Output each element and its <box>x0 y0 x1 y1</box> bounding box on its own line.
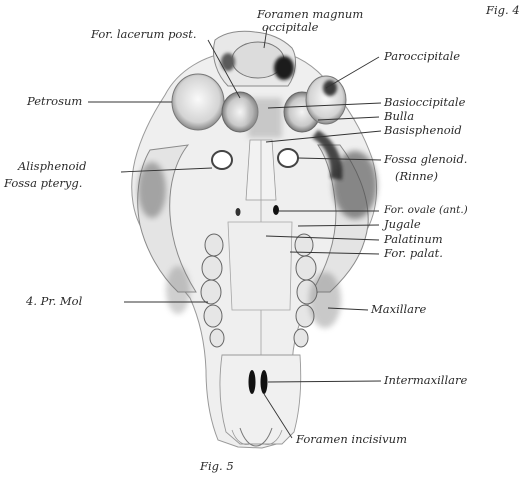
label-paroccipitale: Paroccipitale <box>383 49 460 63</box>
left-petrosum-shape <box>172 74 224 130</box>
left-glenoid-fossa <box>212 151 232 169</box>
label-basioccipitale: Basioccipitale <box>383 95 466 109</box>
basioccipital-shade <box>248 98 282 138</box>
figure-caption: Fig. 5 <box>199 459 234 473</box>
label-basisphenoid: Basisphenoid <box>383 123 462 137</box>
right-condyle <box>274 56 294 80</box>
fig-ref-top: Fig. 4 <box>485 3 520 17</box>
label-bulla: Bulla <box>383 109 414 123</box>
for-ovale-left <box>236 208 241 216</box>
label-jugale: Jugale <box>382 217 421 231</box>
right-incisive-foramen <box>261 370 268 394</box>
label-alisphenoid: Alisphenoid <box>17 159 87 173</box>
label-pr-mol: 4. Pr. Mol <box>25 294 83 308</box>
skull-drawing <box>132 31 377 448</box>
label-fossa-pteryg: Fossa pteryg. <box>3 176 82 190</box>
for-ovale-right <box>273 205 279 215</box>
left-maxilla-shade <box>166 266 190 314</box>
label-foramen-magnum-occipitale: occipitale <box>262 20 319 34</box>
label-fossa-glenoid: Fossa glenoid. <box>383 152 467 166</box>
right-glenoid-fossa <box>278 149 298 167</box>
label-maxillare: Maxillare <box>370 302 427 316</box>
label-intermaxillare: Intermaxillare <box>383 373 468 387</box>
label-foramen-magnum: Foramen magnum <box>256 7 363 21</box>
right-maxilla-shade <box>309 272 341 328</box>
label-foramen-incisivum: Foramen incisivum <box>295 432 407 446</box>
label-rinne: (Rinne) <box>395 169 438 183</box>
label-for-palat: For. palat. <box>383 246 443 260</box>
label-petrosum: Petrosum <box>26 94 82 108</box>
label-palatinum: Palatinum <box>383 232 443 246</box>
left-incisive-foramen <box>249 370 256 394</box>
label-for-lacerum-post: For. lacerum post. <box>90 27 197 41</box>
palatine-region <box>228 222 292 310</box>
label-for-ovale: For. ovale (ant.) <box>383 204 468 216</box>
